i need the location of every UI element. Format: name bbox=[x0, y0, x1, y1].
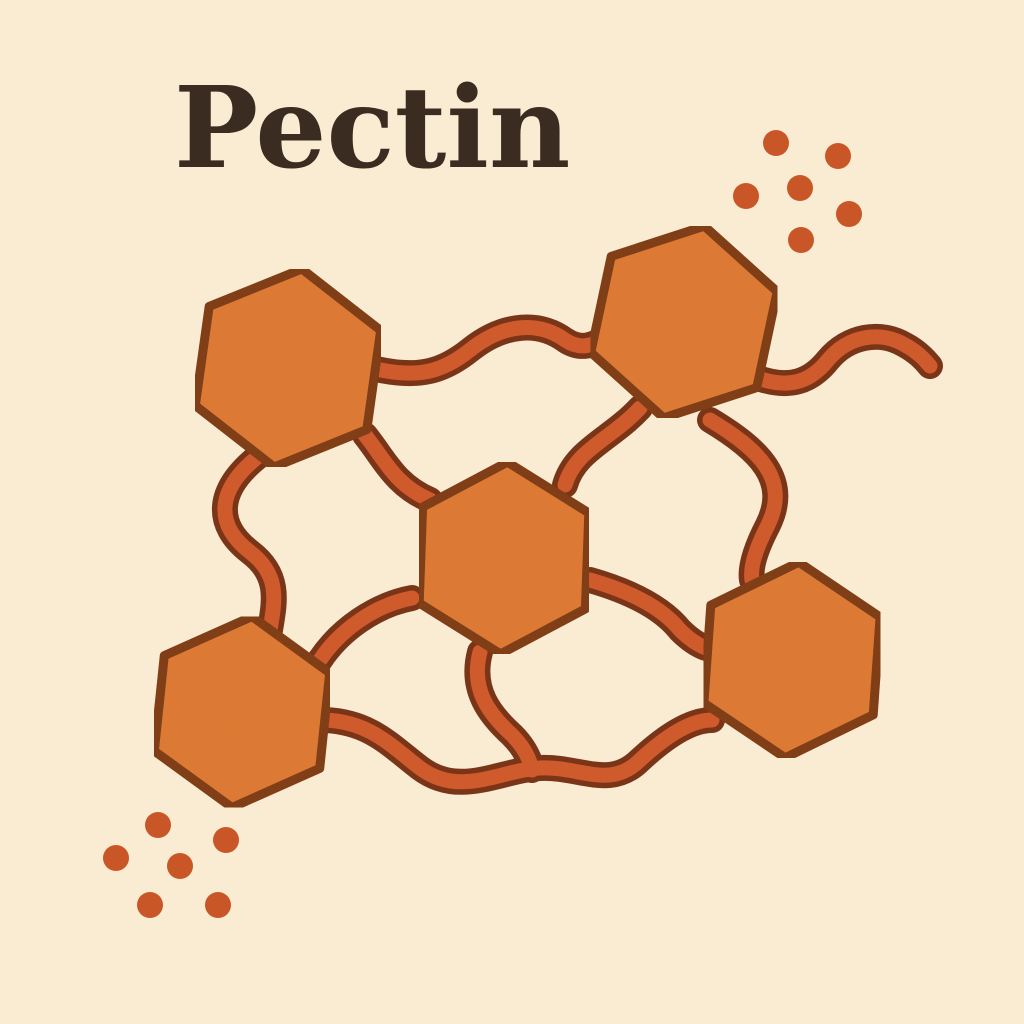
dot-top-3-icon bbox=[733, 183, 759, 209]
dot-top-4-icon bbox=[787, 175, 813, 201]
dot-top-1-icon bbox=[763, 130, 789, 156]
chain-a bbox=[364, 320, 613, 381]
hexagon-units bbox=[149, 221, 885, 812]
chain-j bbox=[469, 644, 540, 778]
hexagon-center-icon bbox=[414, 457, 594, 659]
chain-c bbox=[217, 447, 282, 638]
hexagon-bottom-left-icon bbox=[149, 612, 335, 812]
hexagon-top-left-icon bbox=[190, 264, 386, 472]
dot-bottom-6-icon bbox=[205, 892, 231, 918]
dot-bottom-5-icon bbox=[137, 892, 163, 918]
chain-g bbox=[312, 590, 420, 668]
dot-top-6-icon bbox=[788, 227, 814, 253]
chain-d bbox=[357, 427, 438, 508]
decorative-dots bbox=[103, 130, 862, 918]
chain-b bbox=[742, 329, 938, 391]
dot-top-5-icon bbox=[836, 201, 862, 227]
hexagon-top-right-icon bbox=[586, 221, 782, 423]
page-title: Pectin bbox=[174, 63, 571, 194]
dot-top-2-icon bbox=[825, 143, 851, 169]
dot-bottom-4-icon bbox=[167, 853, 193, 879]
chain-f bbox=[702, 412, 783, 588]
dot-bottom-1-icon bbox=[145, 812, 171, 838]
chain-fills bbox=[217, 320, 938, 790]
dot-bottom-2-icon bbox=[213, 827, 239, 853]
chain-e bbox=[557, 400, 648, 493]
chain-i bbox=[317, 712, 720, 790]
dot-bottom-3-icon bbox=[103, 845, 129, 871]
hexagon-bottom-right-icon bbox=[699, 557, 885, 763]
chain-h bbox=[582, 572, 714, 656]
